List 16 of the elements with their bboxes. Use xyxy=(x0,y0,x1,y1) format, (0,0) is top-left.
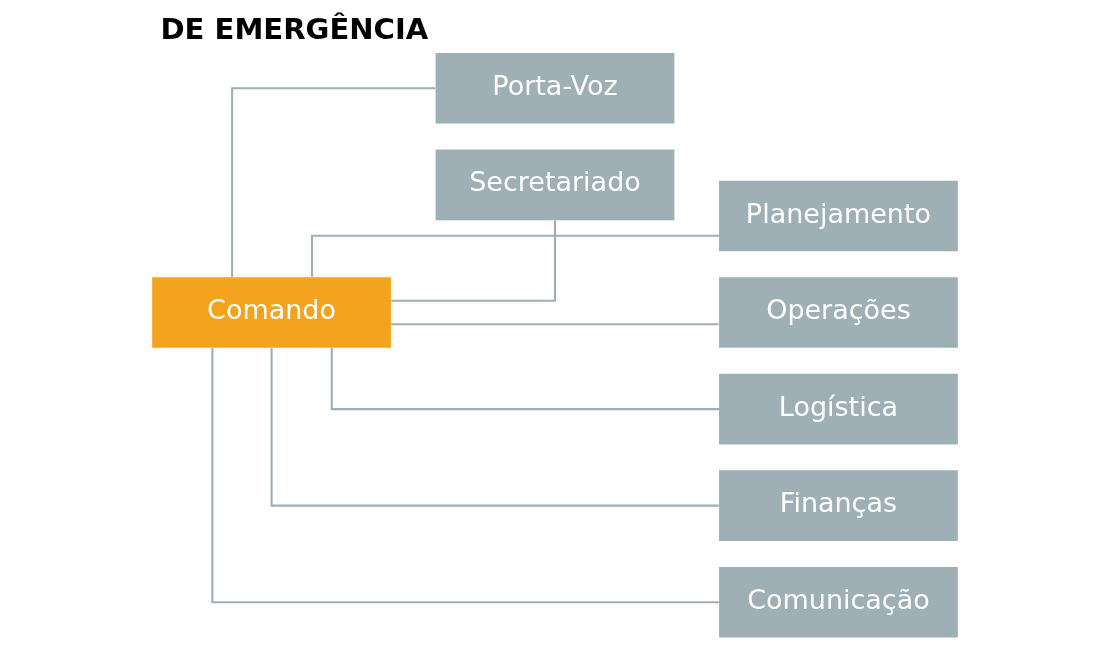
node-box: Planejamento xyxy=(719,180,958,252)
connector xyxy=(231,87,436,277)
node-box: Finanças xyxy=(719,470,958,541)
node-box: Operações xyxy=(719,277,958,348)
diagram-title: DE EMERGÊNCIA xyxy=(160,11,429,46)
connector xyxy=(391,220,557,302)
connector xyxy=(270,347,719,507)
connector xyxy=(311,234,719,277)
node-box: Porta-Voz xyxy=(435,52,675,124)
node-box: Comunicação xyxy=(719,566,958,638)
connector xyxy=(330,347,719,411)
node-box: Logística xyxy=(719,373,958,445)
connector xyxy=(391,323,719,326)
node-box: Comando xyxy=(152,277,391,348)
connector xyxy=(211,348,719,604)
node-box: Secretariado xyxy=(435,149,675,221)
